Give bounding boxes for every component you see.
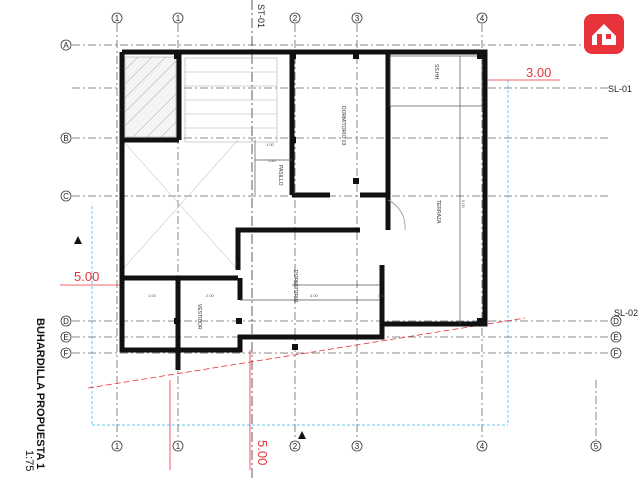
grid-row-label: B	[63, 134, 68, 143]
grid-row-label: E	[63, 333, 68, 342]
grid-row-label: F	[614, 349, 619, 358]
small-dim: 1.80	[268, 158, 277, 163]
grid-col-label: 2	[293, 442, 298, 451]
grid-axes-horizontal	[72, 44, 610, 354]
grid-col-label: 1	[176, 14, 181, 23]
grid-col-label: 5	[594, 442, 599, 451]
section-line-label: SL-02	[614, 308, 638, 318]
grid-row-label: A	[63, 41, 69, 50]
grid-bubbles-left	[60, 39, 72, 359]
hatched-void	[124, 56, 177, 138]
small-dim: 5.00	[461, 200, 466, 209]
brand-logo-icon	[584, 14, 624, 54]
grid-col-label: 3	[355, 14, 360, 23]
grid-bubbles-bottom	[111, 440, 602, 452]
level-marker-icon	[298, 431, 306, 439]
stair	[121, 57, 278, 271]
small-dim: 0.11	[378, 293, 386, 298]
section-mark-st01: ST-01	[256, 4, 266, 28]
small-dim: 2.00	[206, 293, 215, 298]
interior-lines	[240, 55, 483, 324]
grid-col-label: 2	[293, 14, 298, 23]
grid-col-label: 4	[480, 14, 485, 23]
grid-bubbles-right	[610, 315, 622, 359]
grid-row-label: D	[63, 317, 69, 326]
grid-row-label: E	[613, 333, 618, 342]
grid-col-label: 3	[355, 442, 360, 451]
grid-col-label: 1	[176, 442, 181, 451]
grid-row-label: C	[63, 192, 69, 201]
room-label-terraza: TERRAZA	[435, 200, 441, 224]
drawing-scale: 1:75	[23, 450, 35, 471]
grid-col-label: 1	[115, 14, 120, 23]
property-boundary	[91, 80, 509, 426]
setback-lines	[60, 79, 560, 470]
room-label-pasillo: PASILLO	[277, 165, 283, 186]
dimension-left: 5.00	[74, 269, 99, 284]
section-line-label: SL-01	[608, 84, 632, 94]
grid-row-label: D	[613, 317, 619, 326]
grid-bubbles-top	[111, 12, 488, 24]
dimension-bottom: 5.00	[255, 440, 270, 465]
drawing-title: BUHARDILLA PROPUESTA 1	[34, 318, 46, 469]
dimension-top-right: 3.00	[526, 65, 551, 80]
grid-row-label: F	[64, 349, 69, 358]
small-dim: 1.00	[148, 293, 157, 298]
grid-col-label: 4	[480, 442, 485, 451]
room-label-dormitorio: DORMITORIO	[292, 270, 298, 303]
room-label-vestidor: VESTIDOR	[196, 304, 202, 330]
grid-col-label: 1	[115, 442, 120, 451]
columns	[174, 53, 483, 350]
room-label-bano: SS.HH.	[433, 64, 439, 81]
small-dim: 1.00	[266, 142, 275, 147]
walls	[119, 49, 488, 370]
small-dim: 4.00	[310, 293, 319, 298]
room-label-dormitorio-03: DORMITORIO 03	[340, 106, 346, 146]
level-marker-icon	[74, 236, 82, 244]
